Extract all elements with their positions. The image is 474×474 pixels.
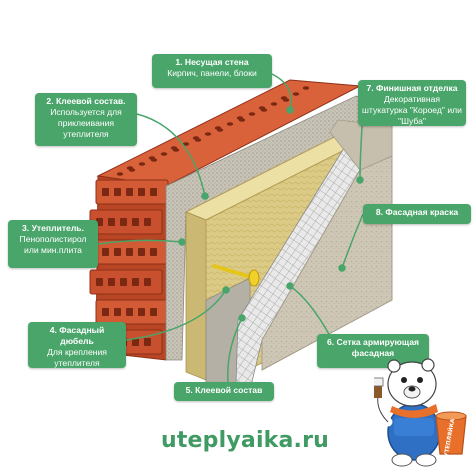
leader-2: [136, 113, 206, 197]
brick-hole: [96, 278, 103, 286]
leader-1: [271, 73, 292, 111]
brick-top-hole: [194, 138, 202, 142]
brick-top-hole: [128, 168, 136, 172]
callout-load-bearing-wall: 1. Несущая стена Кирпич, панели, блоки: [152, 54, 272, 88]
leader-6: [289, 285, 331, 337]
brick-top-hole: [160, 152, 168, 156]
brick-top-hole: [292, 92, 300, 96]
brick-hole: [138, 308, 145, 316]
callout-subtitle: Для крепления утеплителя: [47, 347, 107, 368]
brick-hole: [120, 278, 127, 286]
brick-top-hole: [182, 142, 190, 146]
brick-hole: [114, 248, 121, 256]
brick-hole: [126, 188, 133, 196]
polar-bear-painter-icon: УТЕПЛЯЙКА: [374, 358, 467, 467]
brick-hole: [138, 248, 145, 256]
callout-insulation: 3. Утеплитель. Пенополистирол или мин.пл…: [8, 220, 98, 268]
brick-hole: [144, 338, 151, 346]
leader-3: [97, 239, 183, 245]
brick-top-hole: [248, 112, 256, 116]
brick-hole: [126, 308, 133, 316]
brick-hole: [120, 218, 127, 226]
brick-top-hole: [302, 86, 310, 90]
brick-hole: [132, 338, 139, 346]
brick-hole: [138, 188, 145, 196]
leader-8: [341, 213, 364, 269]
callout-title: 2. Клеевой состав.: [46, 96, 126, 106]
callout-adhesive: 2. Клеевой состав. Используется для прик…: [35, 93, 137, 146]
brick-hole: [150, 308, 157, 316]
brick-hole: [144, 218, 151, 226]
brick-top-hole: [270, 102, 278, 106]
brick-top-hole: [116, 172, 124, 176]
brick-hole: [132, 218, 139, 226]
brick-top-hole: [172, 148, 180, 152]
leader-5: [227, 317, 243, 383]
callout-title: 3. Утеплитель.: [22, 223, 84, 233]
brick-hole: [150, 248, 157, 256]
brick-top-hole: [204, 132, 212, 136]
brick-top-holes: [106, 86, 310, 182]
brick-hole: [144, 278, 151, 286]
callout-title: 5. Клеевой состав: [185, 385, 263, 395]
callout-title: 7. Финишная отделка: [366, 83, 458, 93]
insulation-side: [185, 211, 207, 381]
leader-4: [125, 289, 227, 341]
brick-top-hole: [138, 162, 146, 166]
brick-hole: [132, 278, 139, 286]
brick-top-hole: [226, 122, 234, 126]
callout-title: 4. Фасадный дюбель: [49, 325, 105, 346]
brick-hole: [102, 248, 109, 256]
callout-adhesive-2: 5. Клеевой состав: [174, 382, 274, 401]
website-url: uteplyaika.ru: [160, 428, 330, 453]
brick-hole: [126, 248, 133, 256]
brick-hole: [102, 188, 109, 196]
callout-subtitle: Декоративная штукатурка "Короед" или "Шу…: [362, 94, 462, 126]
brick-hole: [108, 218, 115, 226]
callout-subtitle: Пенополистирол или мин.плита: [19, 234, 87, 255]
callout-title: 6. Сетка армирующая фасадная: [326, 337, 420, 358]
callout-subtitle: Используется для приклеивания утеплителя: [50, 107, 122, 139]
callout-facade-paint: 8. Фасадная краска: [363, 204, 471, 224]
finish-plaster: [261, 155, 393, 371]
brick-top-hole: [238, 118, 246, 122]
brick-top-hole: [282, 98, 290, 102]
brick-hole: [114, 188, 121, 196]
facade-dowel: [212, 264, 260, 287]
callout-title: 1. Несущая стена: [175, 57, 249, 67]
brick-hole: [102, 308, 109, 316]
brick-top-hole: [260, 108, 268, 112]
callout-title: 8. Фасадная краска: [375, 207, 459, 217]
brick-hole: [114, 308, 121, 316]
callout-finish: 7. Финишная отделка Декоративная штукату…: [358, 80, 466, 126]
brick-top-hole: [150, 158, 158, 162]
brick-hole: [108, 278, 115, 286]
brick-hole: [150, 188, 157, 196]
callout-subtitle: Кирпич, панели, блоки: [167, 68, 257, 78]
callout-facade-dowel: 4. Фасадный дюбель Для крепления утеплит…: [28, 322, 126, 368]
brick-top-hole: [216, 128, 224, 132]
